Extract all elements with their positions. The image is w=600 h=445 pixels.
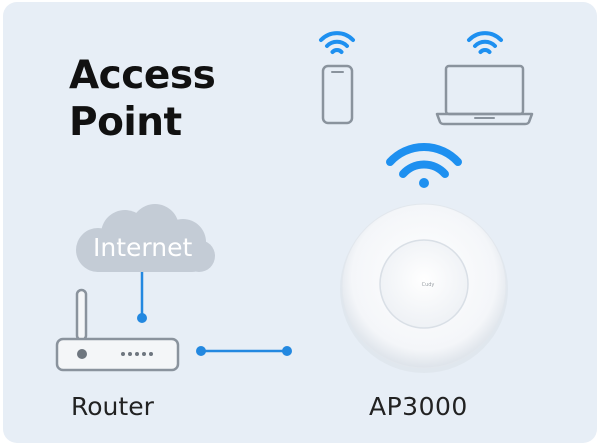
router-ap-link: [196, 346, 292, 356]
title-line-2: Point: [69, 100, 182, 145]
cloud-icon: [76, 204, 215, 272]
ap-wifi-icon: [386, 142, 462, 188]
diagram-title: Access Point: [69, 52, 216, 146]
title-line-1: Access: [69, 53, 216, 98]
phone-icon: [321, 64, 354, 125]
internet-label: Internet: [93, 233, 193, 262]
access-point-label: AP3000: [369, 392, 468, 421]
device-brand-logo: Cudy: [421, 282, 435, 288]
diagram-graphics: [55, 31, 534, 373]
internet-router-link: [137, 272, 147, 323]
router-icon: [55, 288, 180, 372]
laptop-icon: [435, 64, 534, 126]
diagram-canvas: Access Point Internet Cudy Router AP3000: [3, 2, 597, 443]
phone-wifi-icon: [319, 31, 355, 54]
router-label: Router: [71, 392, 154, 421]
access-point-icon: [340, 203, 508, 373]
laptop-wifi-icon: [467, 31, 503, 54]
